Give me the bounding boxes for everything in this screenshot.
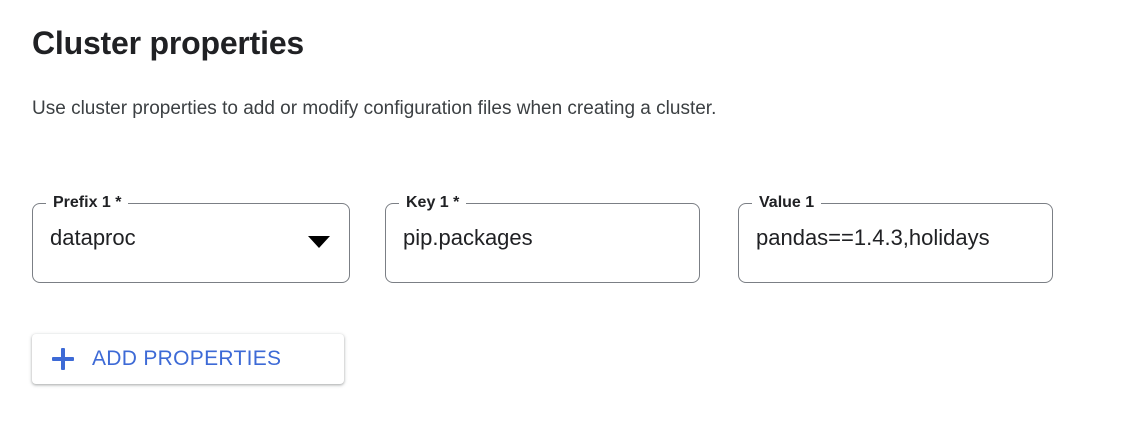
add-properties-label: ADD PROPERTIES	[92, 347, 282, 370]
value-field[interactable]: Value 1 pandas==1.4.3,holidays	[738, 192, 1053, 283]
add-properties-button[interactable]: ADD PROPERTIES	[32, 334, 344, 384]
value-input[interactable]: pandas==1.4.3,holidays	[756, 225, 990, 250]
plus-icon	[52, 348, 74, 370]
key-field[interactable]: Key 1 * pip.packages	[385, 192, 700, 283]
page-title: Cluster properties	[32, 25, 305, 61]
section-description: Use cluster properties to add or modify …	[32, 98, 717, 119]
key-field-label: Key 1 *	[399, 192, 467, 214]
prefix-select-value[interactable]: dataproc	[50, 225, 136, 250]
prefix-field[interactable]: Prefix 1 * dataproc	[32, 192, 350, 283]
prefix-field-label: Prefix 1 *	[46, 192, 129, 214]
key-input[interactable]: pip.packages	[403, 225, 533, 250]
chevron-down-icon[interactable]	[308, 236, 330, 248]
value-field-label: Value 1	[752, 192, 822, 214]
